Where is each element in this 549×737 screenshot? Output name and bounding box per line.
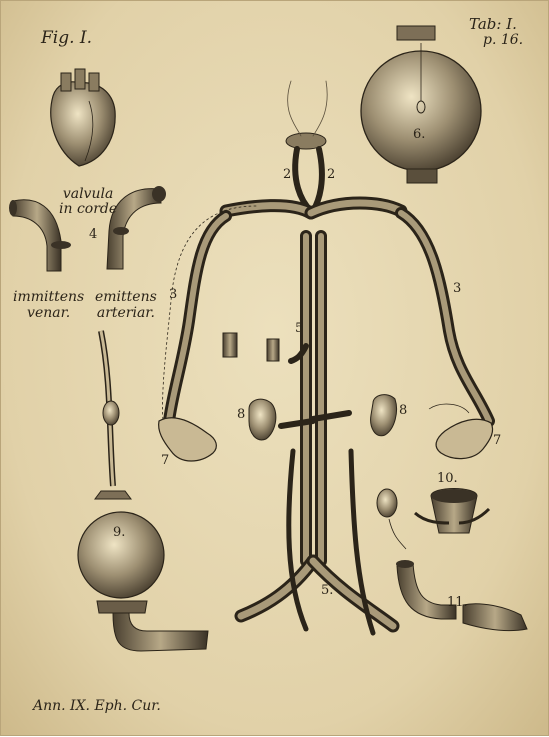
table-label: Tab: I. — [469, 15, 517, 33]
number-2-left: 2 — [283, 167, 291, 182]
plate-caption: Ann. IX. Eph. Cur. — [33, 698, 161, 714]
emittens-line-1: emittens — [95, 289, 157, 305]
number-5-lower: 5. — [321, 583, 333, 598]
number-2-right: 2 — [327, 167, 335, 182]
number-8-right: 8 — [399, 403, 407, 418]
emittens-line-2: arteriar. — [95, 305, 157, 321]
number-7-left: 7 — [161, 453, 169, 468]
valvula-line-1: valvula — [59, 187, 117, 202]
valvula-caption: valvula in corde — [59, 187, 117, 217]
immittens-line-1: immittens — [13, 289, 84, 305]
page-reference: p. 16. — [483, 32, 523, 48]
number-3-left: 3 — [169, 287, 177, 302]
cup-ten — [415, 489, 489, 534]
immittens-line-2: venar. — [13, 305, 84, 321]
small-tubes — [223, 333, 279, 361]
figure-label: Fig. I. — [41, 28, 92, 48]
number-10: 10. — [437, 471, 458, 486]
heart-illustration — [51, 69, 115, 166]
number-4: 4 — [89, 227, 97, 242]
number-8-left: 8 — [237, 407, 245, 422]
flask-apparatus — [78, 331, 208, 651]
number-3-right: 3 — [453, 281, 461, 296]
number-7-right: 7 — [493, 433, 501, 448]
number-11: 11. — [447, 595, 468, 610]
sphere-six — [361, 26, 481, 183]
emittens-caption: emittens arteriar. — [95, 289, 157, 321]
number-9: 9. — [113, 525, 125, 540]
number-5-upper: 5 — [295, 321, 303, 336]
valvula-line-2: in corde — [59, 202, 117, 217]
number-6: 6. — [413, 127, 425, 142]
immittens-caption: immittens venar. — [13, 289, 84, 321]
